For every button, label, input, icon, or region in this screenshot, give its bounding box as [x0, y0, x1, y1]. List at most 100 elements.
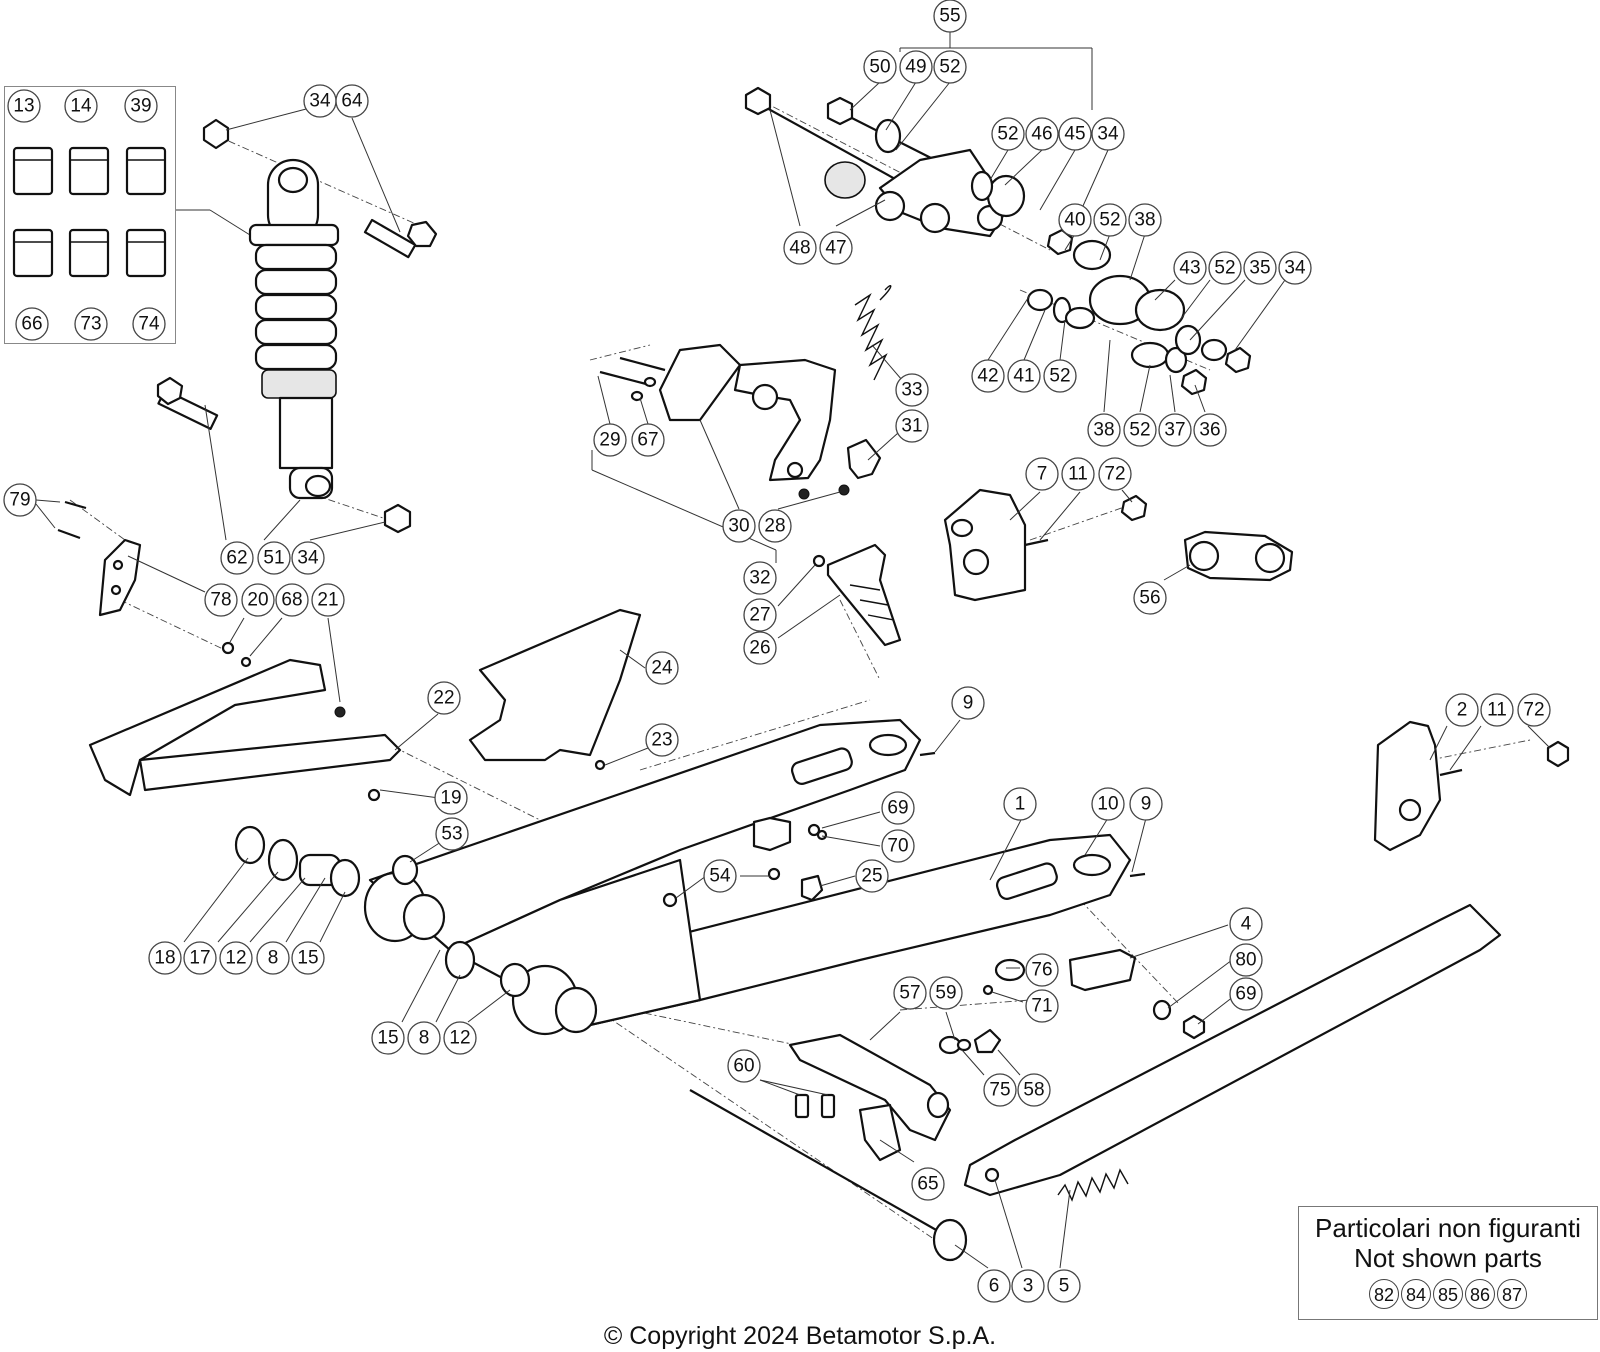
callout-circle: [881, 829, 915, 863]
callout-number: 34: [309, 91, 331, 112]
callout-circle: [703, 859, 737, 893]
callout-circle: [1098, 457, 1132, 491]
callout-number: 26: [749, 638, 770, 659]
callout-number: 6: [989, 1276, 1000, 1297]
part-callout: 35: [1243, 251, 1277, 285]
callout-number: 11: [1068, 464, 1088, 485]
part-callout: 3: [1011, 1269, 1045, 1303]
part-callout: 24: [645, 651, 679, 685]
callout-circle: [783, 231, 817, 265]
callout-circle: [1517, 693, 1551, 727]
not-shown-code: 87: [1497, 1279, 1527, 1309]
callout-circle: [933, 50, 967, 84]
not-shown-parts-box: Particolari non figuranti Not shown part…: [1298, 1206, 1598, 1320]
part-callout: 21: [311, 583, 345, 617]
callout-circle: [257, 541, 291, 575]
part-callout: 30: [722, 509, 756, 543]
callout-number: 38: [1134, 210, 1155, 231]
callout-circle: [443, 1021, 477, 1055]
callout-number: 67: [637, 430, 658, 451]
callout-number: 65: [917, 1174, 938, 1195]
callout-number: 72: [1104, 464, 1125, 485]
callout-number: 35: [1249, 258, 1270, 279]
callout-number: 78: [210, 590, 231, 611]
callout-circle: [291, 541, 325, 575]
callout-number: 59: [935, 983, 956, 1004]
callout-circle: [204, 583, 238, 617]
callout-circle: [743, 561, 777, 595]
part-callout: 10: [1091, 787, 1125, 821]
part-callout: 51: [257, 541, 291, 575]
callout-number: 46: [1031, 124, 1052, 145]
callout-number: 14: [70, 96, 92, 117]
callout-number: 60: [733, 1056, 754, 1077]
callout-circle: [819, 231, 853, 265]
callout-number: 52: [1129, 420, 1150, 441]
part-callout: 9: [1129, 787, 1163, 821]
part-callout: 33: [895, 373, 929, 407]
callout-circle: [291, 941, 325, 975]
callout-circle: [899, 50, 933, 84]
callout-circle: [1091, 787, 1125, 821]
callout-circle: [427, 681, 461, 715]
part-callout: 67: [631, 423, 665, 457]
part-callout: 48: [783, 231, 817, 265]
part-callout: 76: [1025, 953, 1059, 987]
callout-number: 74: [138, 314, 160, 335]
part-callout: 69: [1229, 977, 1263, 1011]
callout-circle: [311, 583, 345, 617]
part-callout: 56: [1133, 581, 1167, 615]
callout-circle: [1128, 203, 1162, 237]
callout-number: 36: [1199, 420, 1220, 441]
callout-number: 42: [977, 366, 998, 387]
callout-circle: [1193, 413, 1227, 447]
part-callout: 47: [819, 231, 853, 265]
callout-circle: [1243, 251, 1277, 285]
callout-circle: [645, 651, 679, 685]
callout-number: 68: [281, 590, 302, 611]
callout-circle: [148, 941, 182, 975]
part-callout: 43: [1173, 251, 1207, 285]
callout-number: 52: [997, 124, 1018, 145]
callout-number: 80: [1235, 950, 1256, 971]
callout-circle: [722, 509, 756, 543]
part-callout: 52: [991, 117, 1025, 151]
callout-number: 12: [449, 1028, 470, 1049]
part-callout: 7: [1025, 457, 1059, 491]
part-callout: 72: [1098, 457, 1132, 491]
callout-number: 3: [1023, 1276, 1034, 1297]
callout-circle: [1480, 693, 1514, 727]
callout-number: 41: [1013, 366, 1034, 387]
callout-circle: [991, 117, 1025, 151]
callout-number: 56: [1139, 588, 1160, 609]
callout-number: 9: [963, 693, 974, 714]
callout-number: 43: [1179, 258, 1200, 279]
callout-circle: [1123, 413, 1157, 447]
callout-circle: [631, 423, 665, 457]
callout-circle: [893, 976, 927, 1010]
part-callout: 17: [183, 941, 217, 975]
part-callout: 11: [1480, 693, 1514, 727]
part-callout: 65: [911, 1167, 945, 1201]
callout-number: 23: [651, 730, 672, 751]
callout-circle: [881, 791, 915, 825]
part-callout: 4: [1229, 907, 1263, 941]
callout-circle: [1133, 581, 1167, 615]
part-callout: 73: [74, 307, 108, 341]
callout-number: 73: [80, 314, 101, 335]
callout-number: 24: [651, 658, 673, 679]
part-callout: 52: [1123, 413, 1157, 447]
part-callout: 60: [727, 1049, 761, 1083]
part-callout: 31: [895, 409, 929, 443]
callout-circle: [183, 941, 217, 975]
parts-artwork: [12, 86, 1570, 1262]
part-callout: 69: [881, 791, 915, 825]
callout-number: 49: [905, 57, 926, 78]
part-callout: 5: [1047, 1269, 1081, 1303]
part-callout: 68: [275, 583, 309, 617]
part-callout: 15: [291, 941, 325, 975]
callout-number: 18: [154, 948, 175, 969]
part-callout: 75: [983, 1073, 1017, 1107]
not-shown-code: 85: [1433, 1279, 1463, 1309]
